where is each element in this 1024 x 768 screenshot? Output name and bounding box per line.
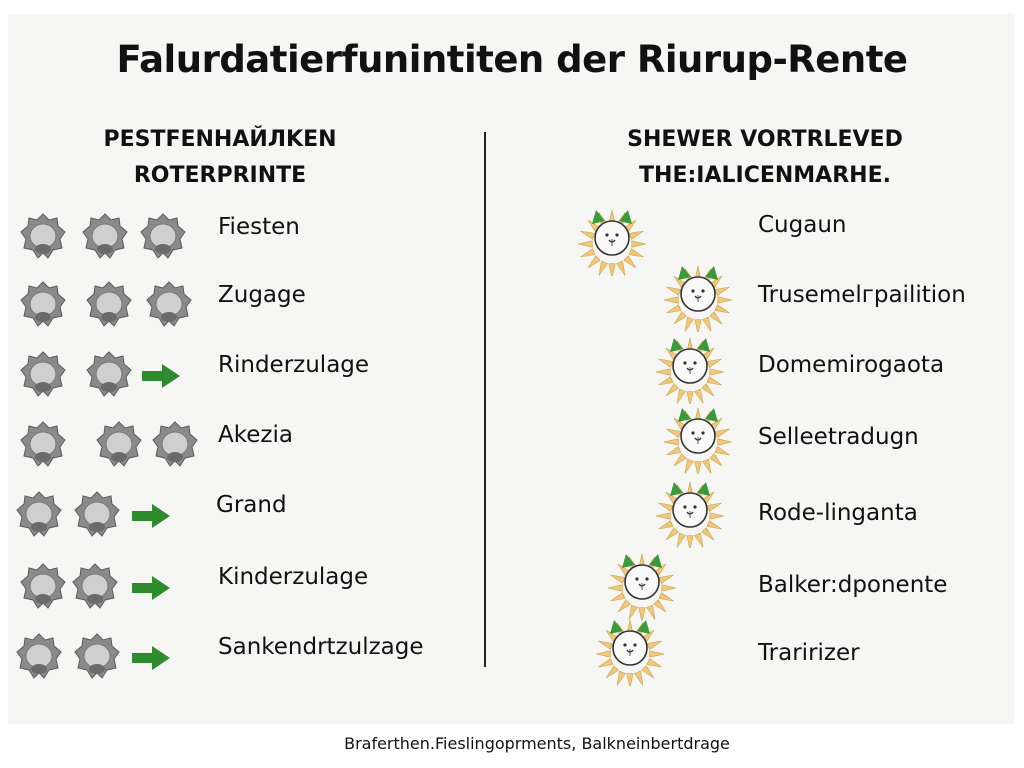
left-row-label: Fiesten <box>218 214 300 240</box>
column-divider <box>484 132 486 667</box>
left-row-label: Zugage <box>218 282 306 308</box>
shell-icon <box>20 562 66 612</box>
left-row-label: Kinderzulage <box>218 564 369 590</box>
page-title: Falurdatierfunintiten der Riurup-Rente <box>116 38 908 81</box>
left-row-label: Rinderzulage <box>218 352 370 378</box>
right-row-label: Selleetradugn <box>758 424 919 450</box>
left-row-label: Akezia <box>218 422 293 448</box>
shell-icon <box>74 632 120 682</box>
right-row-label: Trusemelгpailition <box>758 282 966 308</box>
right-column-heading: SHEWER VORTRLEVED THE:IALICENMARHE. <box>600 122 930 194</box>
arrow-right-icon <box>140 362 182 390</box>
lion-sun-icon <box>660 404 736 477</box>
left-heading-line2: ROTERPRINTE <box>133 163 307 188</box>
right-row-label: Balker:dponente <box>758 572 948 598</box>
shell-icon <box>140 212 186 262</box>
shell-icon <box>146 280 192 330</box>
arrow-right-icon <box>130 644 172 672</box>
arrow-right-icon <box>130 574 172 602</box>
shell-icon <box>74 490 120 540</box>
shell-icon <box>72 562 118 612</box>
right-row-label: Cugaun <box>758 212 847 238</box>
left-row-label: Sankendrtzulzage <box>218 634 424 660</box>
left-row-label: Grand <box>216 492 287 518</box>
shell-icon <box>20 212 66 262</box>
lion-sun-icon <box>660 262 736 335</box>
shell-icon <box>86 350 132 400</box>
shell-icon <box>20 350 66 400</box>
shell-icon <box>96 420 142 470</box>
right-heading-line1: SHEWER VORTRLEVED <box>627 127 903 152</box>
lion-sun-icon <box>652 478 728 551</box>
shell-icon <box>16 490 62 540</box>
lion-sun-icon <box>604 550 680 623</box>
lion-sun-icon <box>574 206 650 279</box>
lion-sun-icon <box>652 334 728 407</box>
right-row-label: Traririzer <box>758 640 860 666</box>
footer-caption: Braferthen.Fieslingoprments, Balkneinber… <box>344 734 730 753</box>
right-row-label: Rode-linganta <box>758 500 918 526</box>
poster-canvas <box>8 14 1014 724</box>
arrow-right-icon <box>130 502 172 530</box>
right-heading-line2: THE:IALICENMARHE. <box>639 163 891 188</box>
shell-icon <box>86 280 132 330</box>
shell-icon <box>16 632 62 682</box>
left-column-heading: PESTFENHAЙЛKEN ROTERPRINTE <box>60 122 380 194</box>
shell-icon <box>82 212 128 262</box>
shell-icon <box>152 420 198 470</box>
left-heading-line1: PESTFENHAЙЛKEN <box>103 127 337 152</box>
lion-sun-icon <box>592 616 668 689</box>
shell-icon <box>20 420 66 470</box>
shell-icon <box>20 280 66 330</box>
right-row-label: Domemirogaota <box>758 352 945 378</box>
